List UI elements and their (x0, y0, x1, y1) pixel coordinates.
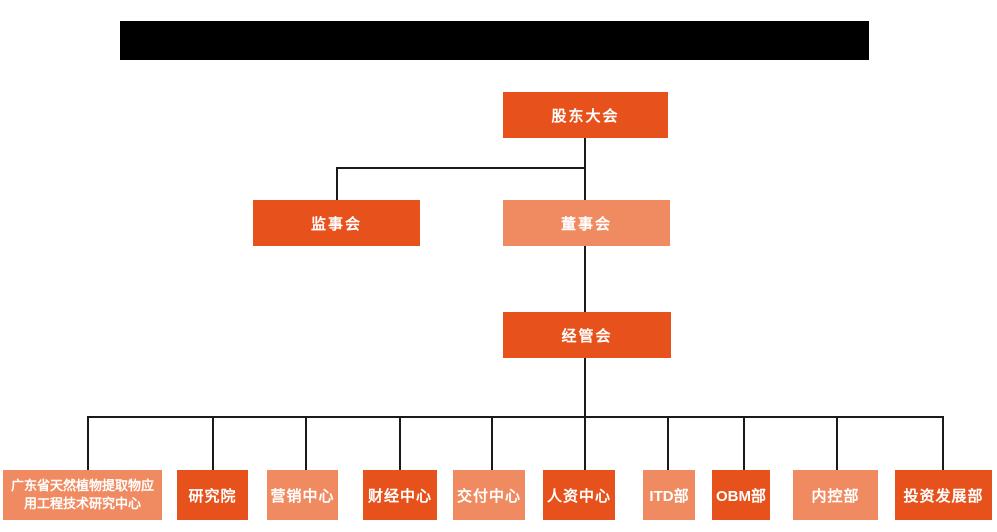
org-node-dept-internal-control: 内控部 (793, 470, 878, 520)
connector-drop-internal-control-dept (836, 416, 838, 470)
connector-management-to-rail (584, 358, 586, 418)
org-node-dept-marketing-center: 营销中心 (267, 470, 338, 520)
connector-drop-itd-dept (667, 416, 669, 470)
org-node-dept-delivery-center: 交付中心 (453, 470, 525, 520)
connector-to-board (584, 167, 586, 200)
connector-drop-research-center (87, 416, 89, 470)
connector-drop-finance-center (399, 416, 401, 470)
org-node-board-of-directors: 董事会 (503, 200, 670, 246)
connector-board-to-management (584, 246, 586, 312)
redacted-title-bar (120, 21, 869, 60)
connector-drop-delivery-center (491, 416, 493, 470)
connector-drop-investment-dev-dept (942, 416, 944, 470)
org-node-management-committee: 经管会 (503, 312, 671, 358)
org-node-dept-hr-center: 人资中心 (543, 470, 615, 520)
connector-shareholders-down (584, 138, 586, 169)
org-node-dept-research-center: 广东省天然植物提取物应用工程技术研究中心 (3, 470, 162, 520)
connector-to-supervisory (336, 167, 338, 200)
connector-branch-horizontal (336, 167, 586, 169)
connector-drop-hr-center (584, 416, 586, 470)
org-node-shareholders-meeting: 股东大会 (503, 92, 668, 138)
connector-department-rail (87, 416, 944, 418)
org-node-dept-research-institute: 研究院 (177, 470, 248, 520)
connector-drop-obm-dept (743, 416, 745, 470)
connector-drop-research-institute (212, 416, 214, 470)
connector-drop-marketing-center (305, 416, 307, 470)
org-node-dept-investment-development: 投资发展部 (895, 470, 992, 520)
org-node-dept-finance-center: 财经中心 (363, 470, 437, 520)
org-node-dept-obm: OBM部 (712, 470, 770, 520)
org-node-dept-itd: ITD部 (643, 470, 695, 520)
org-node-supervisory-board: 监事会 (253, 200, 420, 246)
